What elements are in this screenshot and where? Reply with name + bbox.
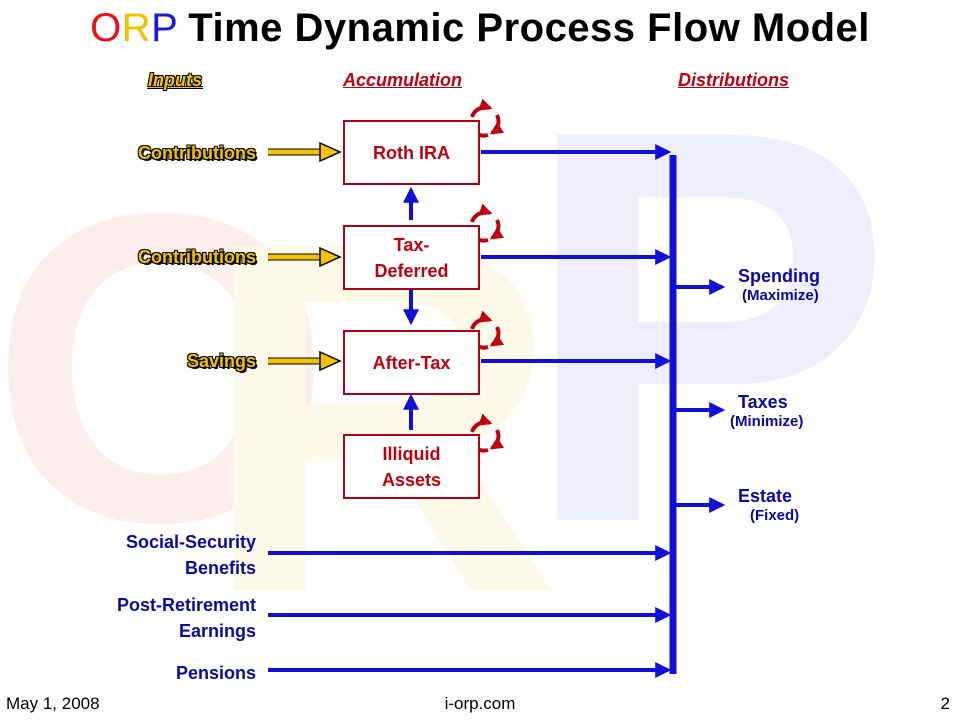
account-label: After-Tax (372, 352, 451, 373)
output-estate: Estate (Fixed) (738, 486, 799, 524)
output-label: Estate (738, 486, 793, 506)
account-label: Roth IRA (373, 142, 450, 163)
input-label-savings: Savings (186, 351, 256, 371)
account-label: Tax- Deferred (374, 234, 449, 281)
header-distributions: Distributions (678, 70, 789, 90)
input-arrow-2 (268, 246, 342, 268)
footer-date: May 1, 2008 (6, 694, 100, 713)
footer-site: i-orp.com (444, 694, 516, 713)
input-arrow-1 (268, 141, 342, 163)
input-arrow-3 (268, 350, 342, 372)
income-label-social-security: Social-Security Benefits (125, 532, 256, 578)
account-box-tax-deferred: Tax- Deferred (343, 225, 480, 290)
income-label-pensions: Pensions (175, 663, 256, 683)
output-note: (Maximize) (742, 287, 819, 304)
input-label-contributions-deferred: Contributions (138, 247, 256, 267)
logo-letter-o: O (90, 6, 122, 50)
account-box-roth-ira: Roth IRA (343, 120, 480, 185)
header-inputs: Inputs (148, 70, 202, 90)
logo-letter-r: R (121, 6, 152, 50)
income-label-post-retirement-earnings: Post-Retirement Earnings (116, 595, 256, 641)
account-box-illiquid-assets: Illiquid Assets (343, 434, 480, 499)
output-spending: Spending (Maximize) (738, 266, 820, 304)
input-arrows (268, 141, 342, 372)
svg-text:P: P (520, 13, 894, 639)
output-label: Taxes (738, 392, 788, 412)
header-accumulation: Accumulation (343, 70, 463, 90)
flow-arrows (268, 144, 726, 678)
footer-page-number: 2 (940, 694, 950, 713)
title-text: Time Dynamic Process Flow Model (188, 6, 870, 50)
output-taxes: Taxes (Minimize) (730, 392, 803, 430)
account-label: Illiquid Assets (381, 443, 442, 490)
account-box-after-tax: After-Tax (343, 330, 480, 395)
input-label-contributions-roth: Contributions (138, 143, 256, 163)
output-note: (Minimize) (730, 413, 804, 430)
output-note: (Fixed) (750, 507, 800, 524)
svg-text:O: O (0, 123, 332, 614)
output-label: Spending (738, 266, 820, 286)
logo-letter-p: P (151, 6, 179, 50)
